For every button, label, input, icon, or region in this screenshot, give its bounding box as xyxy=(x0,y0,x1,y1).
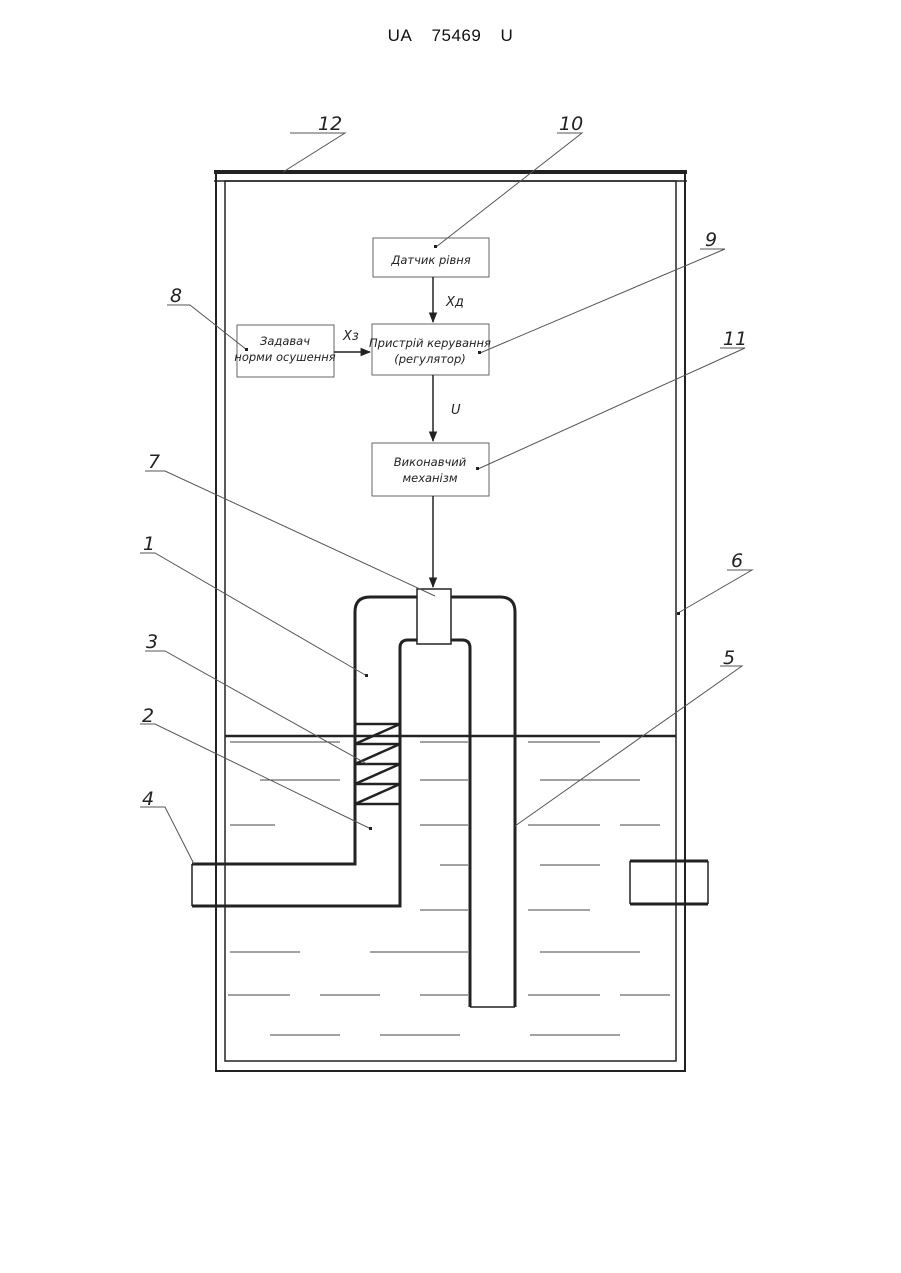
callout-4: 4 xyxy=(142,788,154,810)
controller-label-1: Пристрій керування xyxy=(369,336,491,350)
actuator-box xyxy=(372,443,489,496)
outlet-pipe xyxy=(630,861,708,904)
callout-6: 6 xyxy=(731,550,743,572)
setpoint-label-2: норми осушення xyxy=(234,350,335,364)
callout-10: 10 xyxy=(559,113,583,135)
controller-label-2: (регулятор) xyxy=(394,352,466,366)
callout-11: 11 xyxy=(723,328,747,350)
siphon-outer-contour xyxy=(192,597,515,1007)
callout-2: 2 xyxy=(142,705,154,727)
callout-8: 8 xyxy=(170,285,182,307)
siphon-tube xyxy=(192,597,515,1007)
actuator-label-1: Виконавчий xyxy=(394,455,467,469)
callout-5: 5 xyxy=(723,647,735,669)
level-sensor-label: Датчик рівня xyxy=(390,253,470,267)
signal-xz: Xз xyxy=(342,329,359,344)
liquid xyxy=(225,736,676,1035)
signal-u: U xyxy=(451,403,461,418)
callout-12: 12 xyxy=(318,113,342,135)
callout-7: 7 xyxy=(148,451,160,473)
callout-3: 3 xyxy=(146,631,158,653)
signal-xd: Xд xyxy=(445,295,464,310)
setpoint-label-1: Задавач xyxy=(260,334,310,348)
valve xyxy=(417,589,451,644)
callout-1: 1 xyxy=(143,533,155,555)
actuator-label-2: механізм xyxy=(402,471,457,485)
callout-9: 9 xyxy=(705,229,717,251)
